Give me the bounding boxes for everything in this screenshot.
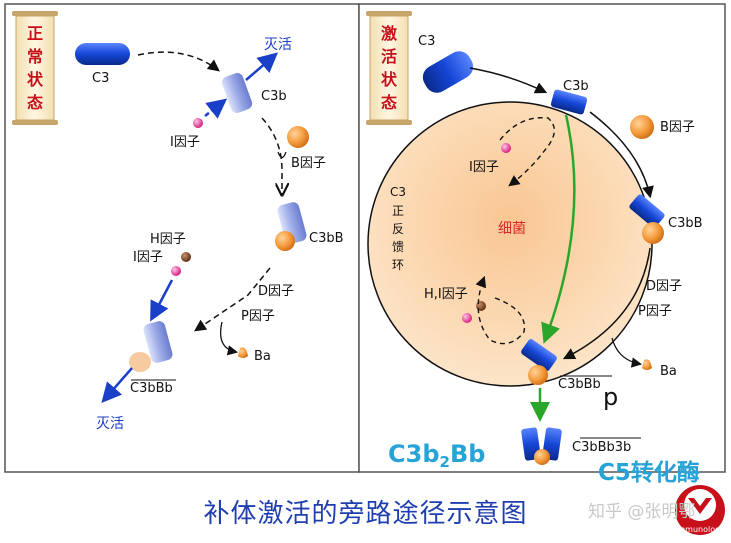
right-p-label: p <box>603 383 618 411</box>
c3bbb3b-ball <box>534 449 550 465</box>
left-inactivate-top-arrow <box>245 52 279 81</box>
right-c3b-fragment <box>550 89 588 115</box>
convertase-subscript: 2 <box>440 453 450 471</box>
left-ba-fragment <box>238 347 248 358</box>
left-factor-i-ball <box>193 118 203 128</box>
convertase-formula: C3b2Bb <box>388 440 485 471</box>
left-scroll-char-4: 态 <box>27 93 43 112</box>
left-c3b-label: C3b <box>261 89 287 104</box>
right-c3bbb-label: C3bBb <box>558 377 601 392</box>
left-factor-i2-ball <box>171 266 181 276</box>
feedback-char-1: C3 <box>390 185 406 199</box>
right-c3b-to-c3bb-arrow <box>589 111 654 199</box>
left-c3-capsule <box>75 43 130 65</box>
convertase-c3b: C3b <box>388 440 440 468</box>
feedback-green-arrow <box>541 114 576 344</box>
left-c3bbb-fragment <box>143 321 173 363</box>
immunology-logo: Immunology <box>675 485 725 535</box>
feedback-char-2: 正 <box>392 204 404 218</box>
left-ba-label: Ba <box>254 349 271 364</box>
right-scroll-char-3: 状 <box>381 70 398 89</box>
right-factor-i-loop <box>499 116 555 187</box>
right-hi-loop <box>475 275 526 345</box>
right-factor-b-label: B因子 <box>660 120 695 135</box>
right-factor-h-ball <box>476 301 486 311</box>
c3bbb3b-label: C3bBb3b <box>572 440 631 455</box>
left-inactivate-bottom-arrow <box>101 367 133 404</box>
right-factor-p-label: P因子 <box>638 304 672 319</box>
left-c3bb-ball <box>275 231 295 251</box>
zhihu-watermark: 知乎 @张明鄂 <box>588 502 696 522</box>
feedback-char-3: 反 <box>392 222 404 236</box>
right-c3-capsule <box>422 51 474 93</box>
left-hi-to-c3bbb-arrow <box>150 279 174 322</box>
right-ba-label: Ba <box>660 364 677 379</box>
left-c3-label: C3 <box>92 71 109 86</box>
left-c3bbb-label: C3bBb <box>130 381 173 396</box>
left-factor-i-label: I因子 <box>170 135 200 150</box>
right-scroll-char-4: 态 <box>381 93 397 112</box>
right-factor-i-ball-2 <box>462 313 472 323</box>
right-scroll: 激 活 状 态 <box>366 11 412 125</box>
left-ba-arrow <box>219 321 239 356</box>
right-scroll-char-1: 激 <box>381 24 397 43</box>
left-factor-i2-label: I因子 <box>133 250 163 265</box>
right-c3-to-c3b-arrow <box>469 67 548 94</box>
bacteria-cell <box>367 101 653 387</box>
left-c3bb-label: C3bB <box>309 231 344 246</box>
right-factor-hi-label: H,I因子 <box>424 287 468 302</box>
left-factor-h-ball <box>181 252 191 262</box>
left-factor-p-label: P因子 <box>241 309 275 324</box>
left-factor-b-label: B因子 <box>291 156 326 171</box>
right-factor-i-label: I因子 <box>469 160 499 175</box>
left-factor-b-ball <box>287 126 309 148</box>
right-c3bb-to-c3bbb-arrow <box>562 247 651 360</box>
left-factor-d-label: D因子 <box>258 284 294 299</box>
left-c3-to-c3b-arrow <box>137 51 220 72</box>
left-scroll-char-3: 状 <box>27 70 44 89</box>
right-c3bbb-fragment <box>521 339 557 371</box>
right-factor-i-ball <box>501 143 511 153</box>
bacteria-label: 细菌 <box>498 221 526 237</box>
right-c3bb-fragment <box>629 194 665 228</box>
feedback-char-4: 馈 <box>392 240 404 254</box>
convertase-bb: Bb <box>450 440 485 468</box>
left-inactivate-top-label: 灭活 <box>264 37 292 53</box>
figure-caption: 补体激活的旁路途径示意图 <box>203 499 528 529</box>
c5-convertase-label: C5转化酶 <box>598 459 700 486</box>
right-c3b-label: C3b <box>563 79 589 94</box>
right-c3bb-ball <box>642 222 664 244</box>
left-inactivate-bottom-label: 灭活 <box>96 416 124 432</box>
left-scroll: 正 常 状 态 <box>12 11 58 125</box>
left-scroll-char-2: 常 <box>27 47 43 66</box>
feedback-char-5: 环 <box>392 258 404 272</box>
left-scroll-char-1: 正 <box>27 24 43 43</box>
right-c3-label: C3 <box>418 34 435 49</box>
left-c3bbb-bb <box>129 352 151 372</box>
left-c3bb-to-c3bbb-arrow <box>194 267 271 332</box>
right-factor-b-ball <box>630 115 654 139</box>
left-b-join-curve <box>277 151 287 159</box>
right-ba-arrow <box>611 337 643 368</box>
right-scroll-char-2: 活 <box>381 47 397 66</box>
right-factor-d-label: D因子 <box>646 279 682 294</box>
left-c3b-to-c3bb-arrow <box>261 117 282 195</box>
left-factor-h-label: H因子 <box>150 232 186 247</box>
logo-text: Immunology <box>675 525 725 534</box>
right-c3bbb-ball <box>528 365 548 385</box>
right-ba-fragment <box>642 359 652 370</box>
left-factor-i-arrow <box>204 98 228 119</box>
left-c3b-fragment <box>221 73 253 113</box>
right-c3bb-label: C3bB <box>668 216 703 231</box>
